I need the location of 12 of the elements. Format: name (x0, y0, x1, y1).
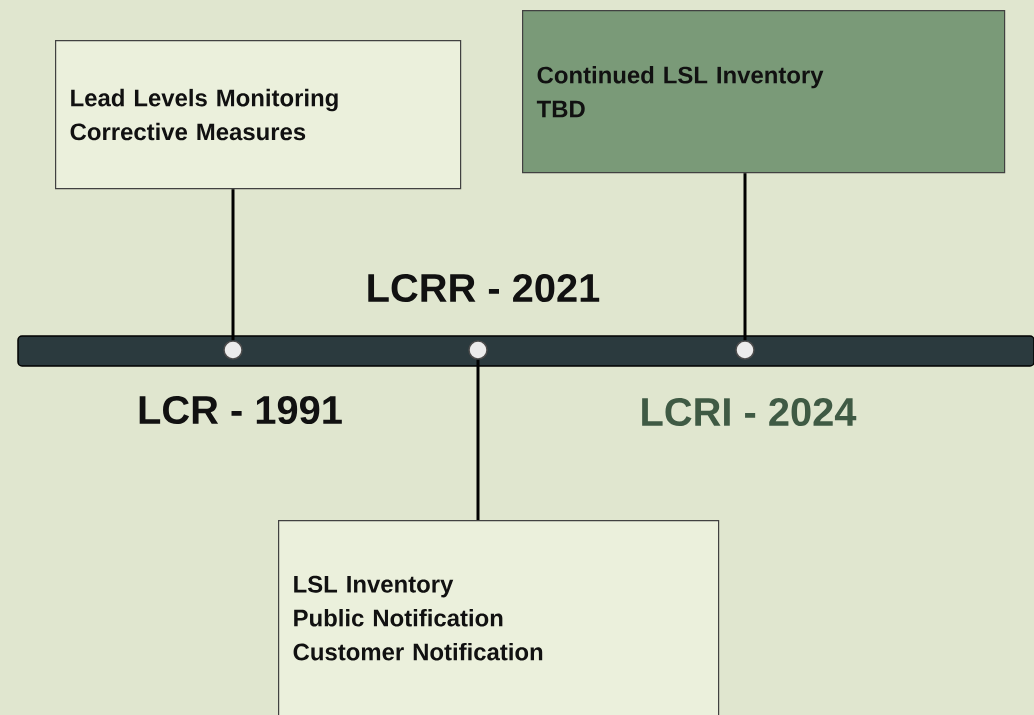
year-label: LCRR - 2021 (368, 273, 600, 303)
year-label: LCRI - 2024 (642, 397, 857, 427)
timeline-dot (735, 340, 755, 360)
connector-line (743, 173, 747, 341)
text-box: LSL Inventory Public Notification Customer Notification (278, 520, 720, 715)
timeline-dot (223, 340, 243, 360)
timeline-dot (468, 340, 488, 360)
year-label: LCR - 1991 (139, 395, 342, 425)
text-box: Lead Levels Monitoring Corrective Measures (55, 40, 462, 190)
connector-line (231, 189, 235, 341)
connector-line (476, 359, 480, 520)
text-box: Continued LSL Inventory TBD (522, 10, 1006, 174)
